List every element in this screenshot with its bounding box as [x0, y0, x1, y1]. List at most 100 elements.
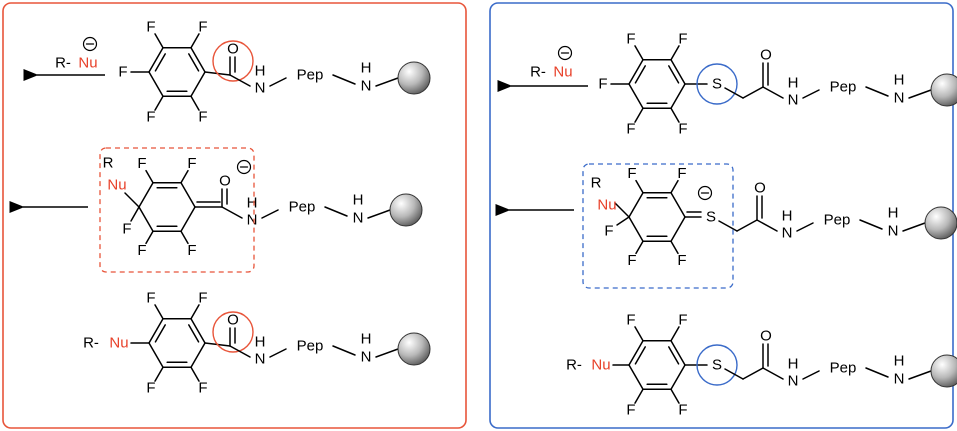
thioether-bond: [724, 368, 744, 380]
ring-bond: [138, 206, 154, 232]
fluorine-label: F: [146, 380, 155, 397]
fluorine-bond: [130, 206, 140, 222]
fluorine-label: F: [198, 109, 207, 126]
resin-bond: [902, 222, 926, 232]
ring-bond: [670, 83, 686, 109]
peptide-bond: [802, 370, 820, 380]
fluorine-label: F: [137, 155, 146, 172]
amide-nitrogen-label: N: [247, 212, 258, 229]
oxygen-label: O: [760, 47, 772, 64]
linker-nitrogen-label: N: [353, 210, 364, 227]
fluorine-label: F: [626, 30, 635, 47]
substituent-bond: [670, 388, 680, 404]
ring-bond: [628, 340, 644, 366]
amide-hydrogen-label: H: [255, 334, 266, 351]
fluorine-label: F: [146, 109, 155, 126]
substituent-bond: [634, 45, 644, 61]
fluorine-label: F: [198, 289, 207, 306]
peptide-bond: [269, 77, 287, 87]
ring-bond: [628, 59, 644, 85]
double-bond: [154, 53, 166, 72]
fluorine-label: F: [678, 30, 687, 47]
methylene-bond: [736, 219, 758, 232]
fluorine-label: F: [146, 18, 155, 35]
product-nucleophile-label: Nu: [109, 335, 128, 352]
amide-hydrogen-label: H: [247, 195, 258, 212]
methylene-bond: [742, 367, 764, 380]
peptide-label: Pep: [289, 199, 316, 216]
ring-bond: [190, 342, 206, 368]
resin-bond: [375, 77, 399, 87]
ring-bond: [190, 71, 206, 97]
linker-nitrogen-label: N: [894, 90, 905, 107]
fluorine-label: F: [678, 121, 687, 138]
amide-bond: [221, 206, 243, 219]
fluorine-label: F: [187, 155, 196, 172]
peptide-bond: [269, 348, 287, 358]
ring-bond: [670, 364, 686, 390]
oxygen-label: O: [227, 41, 239, 58]
fluorine-label: F: [626, 121, 635, 138]
resin-bond: [367, 209, 391, 219]
fluorine-label: F: [627, 165, 636, 182]
nucleophile-bond: [124, 192, 140, 208]
linker-nitrogen-label: N: [894, 371, 905, 388]
peptide-label: Pep: [297, 338, 324, 355]
fluorine-label: F: [598, 76, 607, 93]
ring-bond: [628, 83, 644, 109]
reagent-r-label: R-: [55, 55, 71, 72]
ring-bond: [670, 340, 686, 366]
product-r-label: R-: [566, 357, 582, 374]
amide-bond: [762, 367, 784, 380]
sulfur-highlight-circle: [696, 344, 738, 386]
linker-nitrogen-label: N: [361, 349, 372, 366]
meisenheimer-dashed-box: [582, 163, 734, 289]
amide-nitrogen-label: N: [788, 373, 799, 390]
peptide-bond: [859, 219, 883, 230]
peptide-bond: [324, 206, 348, 217]
substituent-bond: [634, 326, 644, 342]
adduct-r-label: R: [591, 175, 602, 192]
left-panel-frame: [2, 2, 467, 429]
sulfur-highlight-circle: [696, 63, 738, 105]
linker-nitrogen-label: N: [361, 78, 372, 95]
substituent-bond: [154, 304, 164, 320]
amide-bond: [756, 219, 778, 232]
resin-bond: [908, 89, 932, 99]
linker-hydrogen-label: H: [894, 353, 905, 370]
peptide-label: Pep: [830, 79, 857, 96]
peptide-bond: [332, 74, 356, 85]
ring-bond: [628, 216, 644, 242]
negative-charge-circle: [236, 159, 252, 175]
reagent-nucleophile-label: Nu: [553, 64, 572, 81]
substituent-bond: [190, 95, 200, 111]
fluorine-bond: [616, 216, 630, 226]
amide-bond: [229, 74, 251, 87]
ring-bond: [190, 47, 206, 73]
fluorine-label: F: [678, 402, 687, 419]
double-bond: [634, 65, 646, 84]
fluorine-label: F: [198, 380, 207, 397]
peptide-bond: [796, 222, 814, 232]
adduct-r-label: R: [103, 155, 114, 172]
fluorine-label: F: [677, 252, 686, 269]
substituent-bond: [154, 33, 164, 49]
ring-bond: [148, 342, 164, 368]
substituent-bond: [670, 45, 680, 61]
substituent-bond: [670, 240, 679, 255]
ring-bond: [670, 192, 686, 218]
fluorine-label: F: [118, 64, 127, 81]
fluorine-label: F: [626, 311, 635, 328]
reagent-nucleophile-label: Nu: [78, 55, 97, 72]
fluorine-label: F: [137, 242, 146, 259]
resin-bond: [908, 370, 932, 380]
negative-charge-circle: [557, 45, 573, 61]
oxygen-label: O: [754, 180, 766, 197]
ring-bond: [670, 59, 686, 85]
meisenheimer-dashed-box: [99, 147, 255, 273]
amide-hydrogen-label: H: [788, 75, 799, 92]
sulfur-label: S: [712, 76, 722, 93]
peptide-bond: [865, 367, 889, 378]
negative-charge-circle: [697, 185, 713, 201]
ring-bond: [180, 206, 196, 232]
